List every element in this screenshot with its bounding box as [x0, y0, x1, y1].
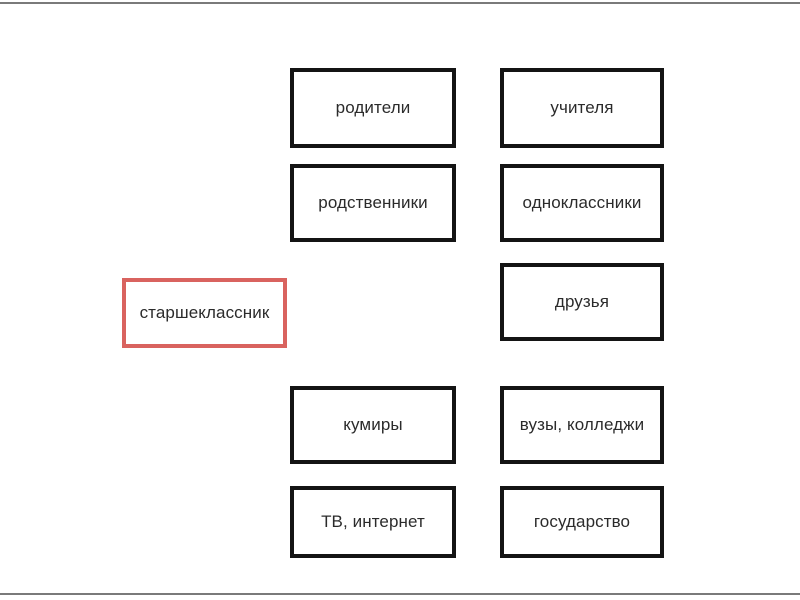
- node-starsheklassnik[interactable]: старшеклассник: [122, 278, 287, 348]
- node-label-druzya: друзья: [554, 292, 610, 312]
- node-kumiry[interactable]: кумиры: [290, 386, 456, 464]
- node-label-tv-internet: ТВ, интернет: [321, 512, 425, 532]
- node-label-rodstvenniki: родственники: [318, 193, 428, 213]
- node-tv-internet[interactable]: ТВ, интернет: [290, 486, 456, 558]
- node-rodstvenniki[interactable]: родственники: [290, 164, 456, 242]
- node-vuzy-kolledzhi[interactable]: вузы, колледжи: [500, 386, 664, 464]
- node-label-gosudarstvo: государство: [533, 512, 631, 532]
- node-label-kumiry: кумиры: [343, 415, 403, 435]
- node-label-vuzy-kolledzhi: вузы, колледжи: [519, 415, 645, 435]
- node-uchitelya[interactable]: учителя: [500, 68, 664, 148]
- node-roditeli[interactable]: родители: [290, 68, 456, 148]
- bottom-divider-rule: [0, 593, 800, 595]
- top-divider-rule: [0, 2, 800, 4]
- node-odnoklassniki[interactable]: одноклассники: [500, 164, 664, 242]
- node-label-odnoklassniki: одноклассники: [522, 193, 642, 213]
- node-label-uchitelya: учителя: [550, 98, 614, 118]
- node-label-roditeli: родители: [335, 98, 411, 118]
- node-gosudarstvo[interactable]: государство: [500, 486, 664, 558]
- node-label-starsheklassnik: старшеклассник: [139, 303, 270, 323]
- node-druzya[interactable]: друзья: [500, 263, 664, 341]
